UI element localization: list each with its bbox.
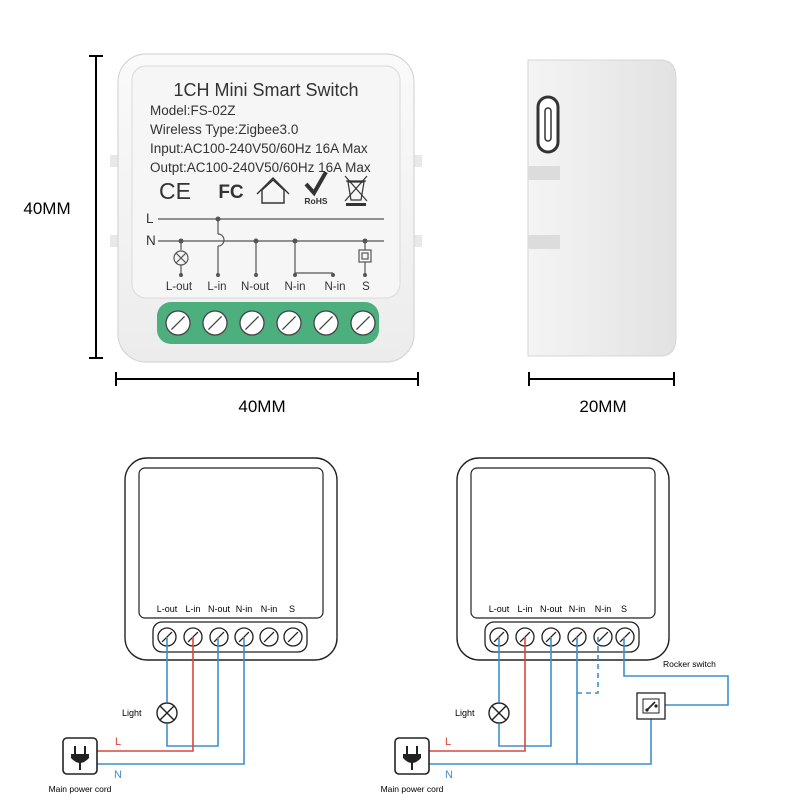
terminal-screws — [165, 310, 376, 336]
terminal-label: N-out — [540, 604, 563, 614]
terminal-labels: L-out L-in N-out N-in N-in S — [157, 604, 295, 614]
terminal-label: N-in — [595, 604, 612, 614]
dimension-width — [115, 372, 419, 386]
screw-terminal — [209, 627, 229, 647]
side-view — [527, 59, 677, 357]
terminal-screws — [489, 627, 635, 647]
wiring-diagram-rocker: L-out L-in N-out N-in N-in S Rocker swit… — [381, 457, 729, 794]
screw-terminal — [259, 627, 279, 647]
terminal-label: L-in — [185, 604, 200, 614]
terminal-label: N-out — [241, 281, 270, 293]
input-text: Input:AC100-240V50/60Hz 16A Max — [150, 141, 368, 156]
side-tab — [528, 166, 560, 180]
house-icon — [256, 177, 290, 204]
terminal-label: L-in — [517, 604, 532, 614]
rocker-switch-label: Rocker switch — [663, 659, 716, 669]
power-plug-icon — [62, 737, 98, 775]
terminal-label: N-in — [324, 281, 345, 293]
output-text: Outpt:AC100-240V50/60Hz 16A Max — [150, 160, 371, 175]
wire-live — [97, 637, 194, 752]
schematic-nodes — [178, 216, 368, 277]
power-cord-label: Main power cord — [49, 784, 112, 794]
switch-side-body — [527, 59, 677, 357]
line-l-label: L — [146, 211, 154, 226]
terminal-label: N-in — [284, 281, 305, 293]
l-label: L — [445, 736, 451, 748]
screw-terminal — [283, 627, 303, 647]
screw-terminal — [313, 310, 339, 336]
terminal-label: L-in — [207, 281, 226, 293]
label-panel — [131, 65, 401, 299]
screw-terminal — [350, 310, 376, 336]
dimension-depth — [528, 372, 675, 386]
wiring-diagram-light: L-out L-in N-out N-in N-in S Light L N — [49, 457, 338, 794]
screw-terminal — [615, 627, 635, 647]
l-label: L — [115, 736, 121, 748]
n-label: N — [114, 769, 122, 781]
screw-terminal — [202, 310, 228, 336]
depth-label: 20MM — [579, 397, 626, 416]
fc-mark: FC — [218, 182, 244, 203]
terminal-label: S — [362, 281, 370, 293]
wireless-text: Wireless Type:Zigbee3.0 — [150, 122, 298, 137]
line-n-label: N — [146, 233, 156, 248]
svg-text:RoHS: RoHS — [304, 196, 327, 206]
terminal-label: N-in — [569, 604, 586, 614]
screw-terminal — [165, 310, 191, 336]
model-text: Model:FS-02Z — [150, 103, 236, 118]
light-label: Light — [455, 708, 475, 718]
terminal-label: L-out — [166, 281, 193, 293]
device-panel — [470, 467, 656, 619]
power-plug-icon — [394, 737, 430, 775]
ce-mark: CE — [159, 178, 191, 204]
wire-switch-signal — [623, 637, 729, 706]
screw-terminal — [276, 310, 302, 336]
product-title: 1CH Mini Smart Switch — [173, 80, 358, 100]
light-bulb-icon — [156, 702, 178, 724]
height-label: 40MM — [23, 199, 70, 218]
front-view: 1CH Mini Smart Switch Model:FS-02Z Wirel… — [110, 53, 422, 363]
terminal-label: L-out — [489, 604, 510, 614]
terminal-schematic — [158, 218, 384, 275]
dimension-height — [89, 55, 103, 359]
terminal-label: S — [289, 604, 295, 614]
terminal-labels: L-out L-in N-out N-in N-in S — [489, 604, 627, 614]
terminal-label: N-out — [208, 604, 231, 614]
terminal-label: L-out — [157, 604, 178, 614]
side-tab — [528, 235, 560, 249]
width-label: 40MM — [238, 397, 285, 416]
rohs-icon: RoHS — [304, 171, 328, 206]
light-bulb-icon — [488, 702, 510, 724]
light-label: Light — [122, 708, 142, 718]
device-panel — [138, 467, 324, 619]
n-label: N — [445, 769, 453, 781]
terminal-labels: L-out L-in N-out N-in N-in S — [166, 281, 370, 293]
power-cord-label: Main power cord — [381, 784, 444, 794]
screw-terminal — [239, 310, 265, 336]
terminal-label: S — [621, 604, 627, 614]
wire-live — [429, 637, 526, 752]
pairing-button-slot — [544, 107, 552, 142]
wire-neutral — [97, 637, 245, 765]
terminal-label: N-in — [236, 604, 253, 614]
rocker-switch-icon — [636, 692, 666, 720]
wire-neutral-optional — [577, 637, 599, 694]
weee-bin-icon — [344, 175, 368, 206]
terminal-label: N-in — [261, 604, 278, 614]
screw-terminal — [593, 627, 613, 647]
